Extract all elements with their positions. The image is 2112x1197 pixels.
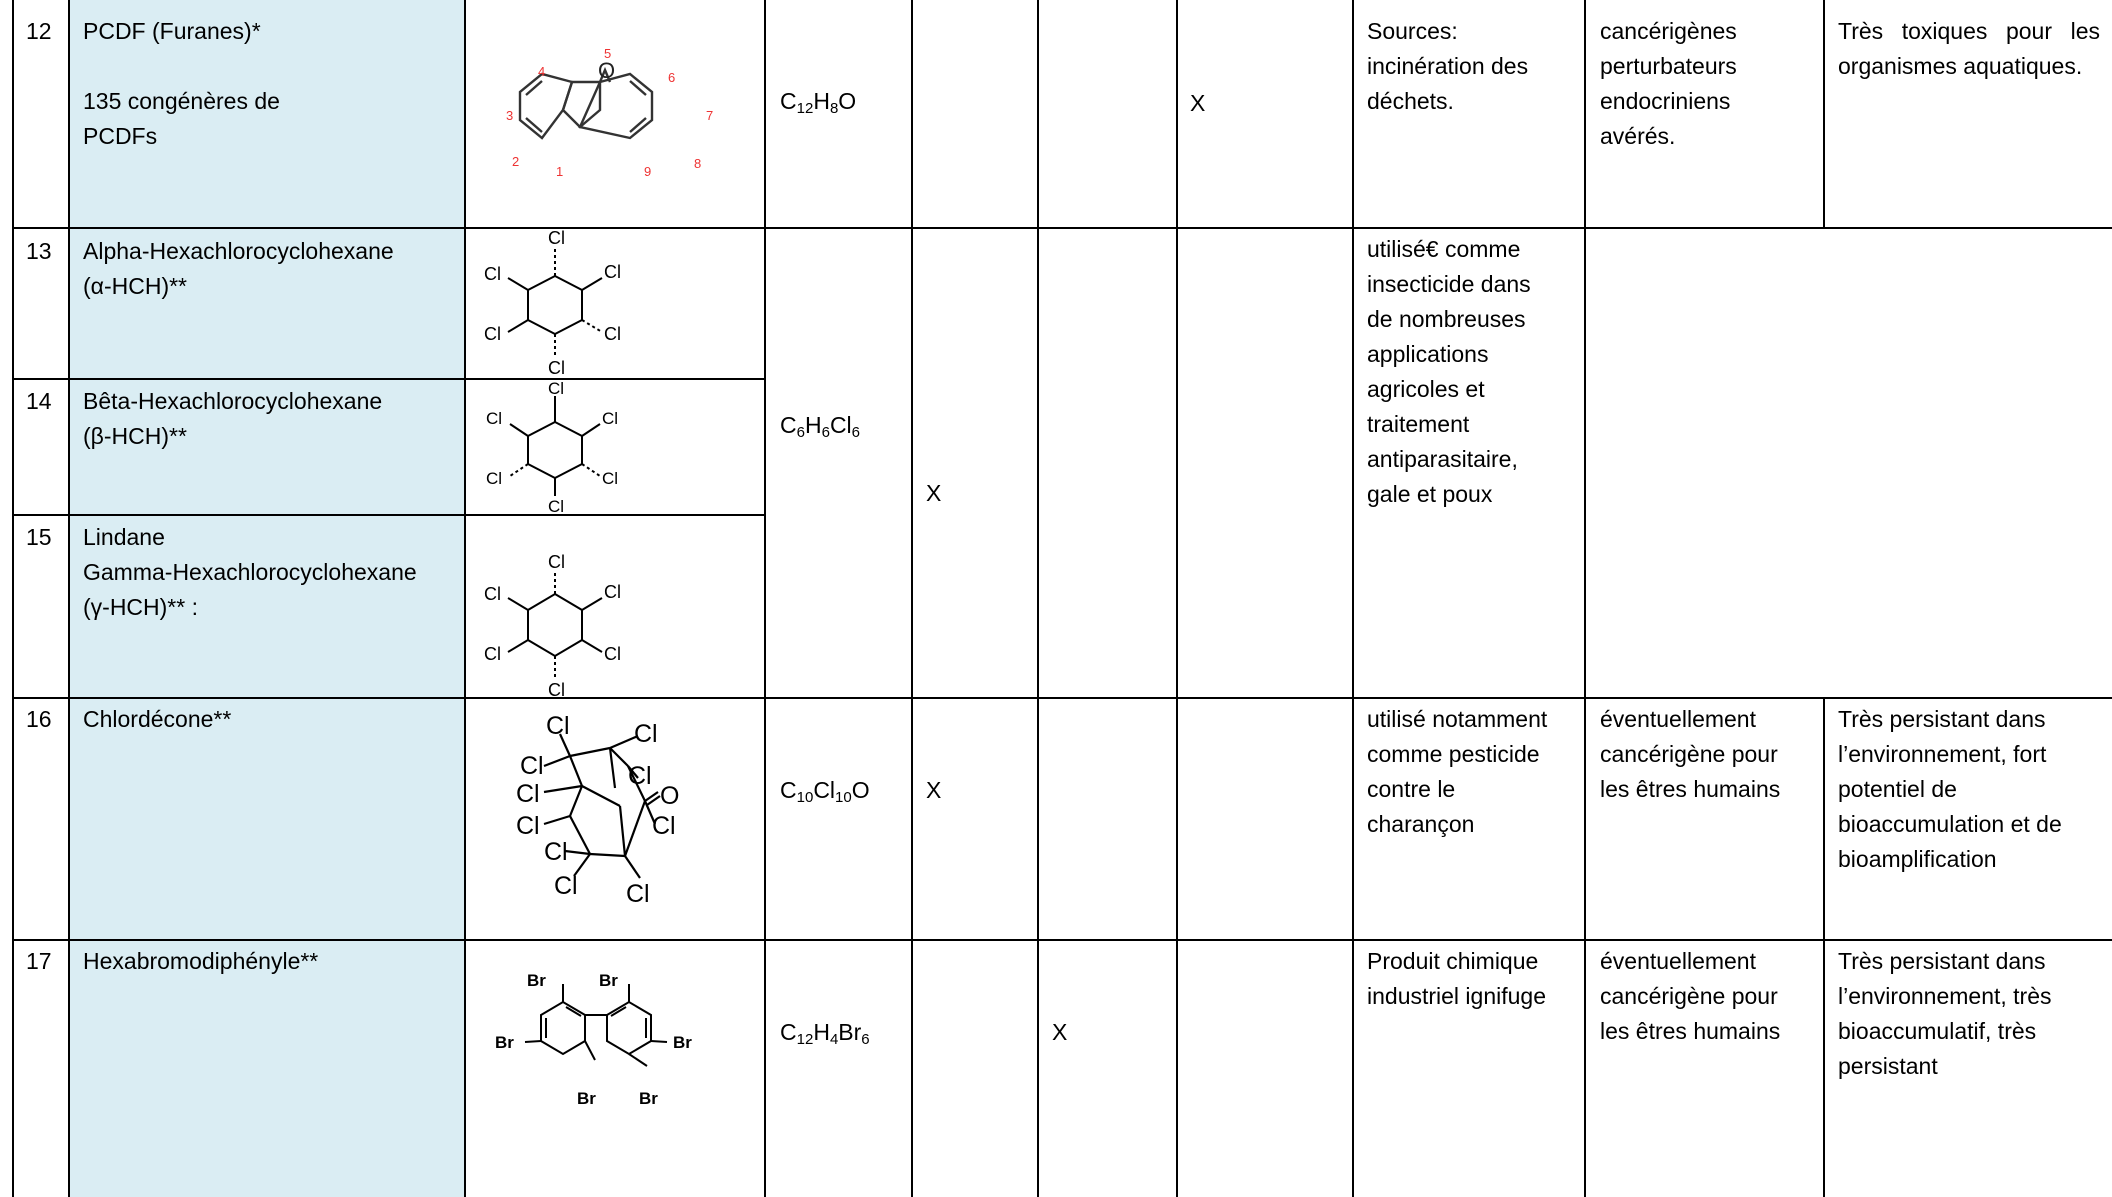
svg-text:Cl: Cl (652, 812, 676, 840)
svg-text:Cl: Cl (554, 872, 578, 900)
sources-text: Sources: incinération des déchets. (1367, 18, 1529, 114)
svg-text:O: O (660, 782, 679, 810)
name-column-bg (69, 0, 465, 1197)
row-number: 13 (26, 238, 52, 264)
svg-text:Cl: Cl (548, 497, 564, 514)
svg-text:Cl: Cl (604, 324, 620, 344)
category-mark: X (1190, 90, 1206, 116)
svg-text:Cl: Cl (628, 762, 652, 790)
sources-text: Produit chimique industriel ignifuge (1367, 948, 1547, 1009)
svg-text:Cl: Cl (604, 262, 620, 282)
oxygen-label: O (598, 58, 615, 83)
row-number: 16 (26, 706, 52, 732)
svg-text:Br: Br (527, 971, 546, 990)
svg-text:Cl: Cl (484, 324, 501, 344)
hexabromobiphenyl-structure: Br Br Br Br Br Br (495, 971, 692, 1108)
svg-text:Cl: Cl (548, 358, 565, 376)
atom-number: 3 (506, 108, 513, 123)
svg-text:Br: Br (495, 1033, 514, 1052)
alpha-hch-structure: Cl Cl Cl Cl Cl Cl (484, 228, 620, 376)
svg-text:Cl: Cl (484, 264, 501, 284)
atom-number: 9 (644, 164, 651, 179)
svg-text:Cl: Cl (548, 228, 565, 248)
substance-name: Bêta-Hexachlorocyclohexane (β-HCH)** (83, 388, 383, 449)
svg-text:Cl: Cl (484, 584, 501, 604)
environment-effects-text: Très toxiques pour les organismes aquati… (1838, 18, 2100, 79)
environment-effects-text: Très persistant dans l’environnement, tr… (1838, 948, 2052, 1079)
svg-text:Br: Br (639, 1089, 658, 1108)
environment-effects-text: Très persistant dans l’environnement, fo… (1838, 706, 2062, 872)
atom-number: 5 (604, 46, 611, 61)
svg-text:Cl: Cl (626, 880, 650, 906)
category-mark: X (926, 777, 942, 803)
sources-text: utilisé notamment comme pesticide contre… (1367, 706, 1548, 837)
svg-text:Cl: Cl (602, 409, 618, 428)
svg-text:Cl: Cl (516, 812, 540, 840)
svg-text:Cl: Cl (486, 469, 502, 488)
atom-number: 4 (538, 64, 545, 79)
substance-name: Lindane Gamma-Hexachlorocyclohexane (γ-H… (83, 524, 417, 620)
atom-number: 2 (512, 154, 519, 169)
category-mark: X (926, 480, 942, 506)
dibenzofuran-structure: O 5 4 3 2 1 6 7 8 9 (506, 46, 713, 179)
svg-text:Cl: Cl (544, 838, 568, 866)
health-effects-text: cancérigènes perturbateurs endocriniens … (1600, 18, 1737, 149)
svg-text:Cl: Cl (546, 712, 570, 740)
molecular-formula: C12H8O (780, 88, 857, 117)
svg-text:Cl: Cl (604, 644, 620, 664)
atom-number: 1 (556, 164, 563, 179)
atom-number: 6 (668, 70, 675, 85)
molecular-formula: C10Cl10O (780, 777, 870, 806)
svg-text:Cl: Cl (548, 380, 564, 398)
substance-name: Chlordécone** (83, 706, 232, 732)
svg-text:Br: Br (577, 1089, 596, 1108)
substance-name: Hexabromodiphényle** (83, 948, 319, 974)
substance-name: Alpha-Hexachlorocyclohexane (α-HCH)** (83, 238, 394, 299)
health-effects-text: éventuellement cancérigène pour les être… (1600, 706, 1781, 802)
svg-text:Br: Br (599, 971, 618, 990)
atom-number: 7 (706, 108, 713, 123)
svg-text:Cl: Cl (516, 780, 540, 808)
svg-text:Cl: Cl (484, 644, 501, 664)
substance-name: PCDF (Furanes)* 135 congénères de PCDFs (83, 18, 280, 149)
row-number: 12 (26, 18, 52, 44)
svg-text:Cl: Cl (486, 409, 502, 428)
svg-text:Br: Br (673, 1033, 692, 1052)
row-number: 15 (26, 524, 52, 550)
gamma-hch-structure: Cl Cl Cl Cl Cl Cl (484, 552, 620, 698)
molecular-formula: C6H6Cl6 (780, 412, 861, 441)
row-number: 17 (26, 948, 52, 974)
svg-text:Cl: Cl (548, 552, 565, 572)
svg-text:Cl: Cl (604, 582, 620, 602)
atom-number: 8 (694, 156, 701, 171)
svg-text:Cl: Cl (548, 680, 565, 698)
beta-hch-structure: Cl Cl Cl Cl Cl Cl (486, 380, 618, 514)
category-mark: X (1052, 1019, 1068, 1045)
svg-text:Cl: Cl (520, 752, 544, 780)
molecular-formula: C12H4Br6 (780, 1019, 870, 1048)
svg-text:Cl: Cl (602, 469, 618, 488)
row-number: 14 (26, 388, 52, 414)
sources-text: utilisé€ comme insecticide dans de nombr… (1367, 236, 1531, 507)
svg-text:Cl: Cl (634, 720, 658, 748)
health-effects-text: éventuellement cancérigène pour les être… (1600, 948, 1781, 1044)
chlordecone-structure: Cl Cl Cl Cl Cl Cl Cl Cl Cl Cl O (516, 712, 679, 906)
